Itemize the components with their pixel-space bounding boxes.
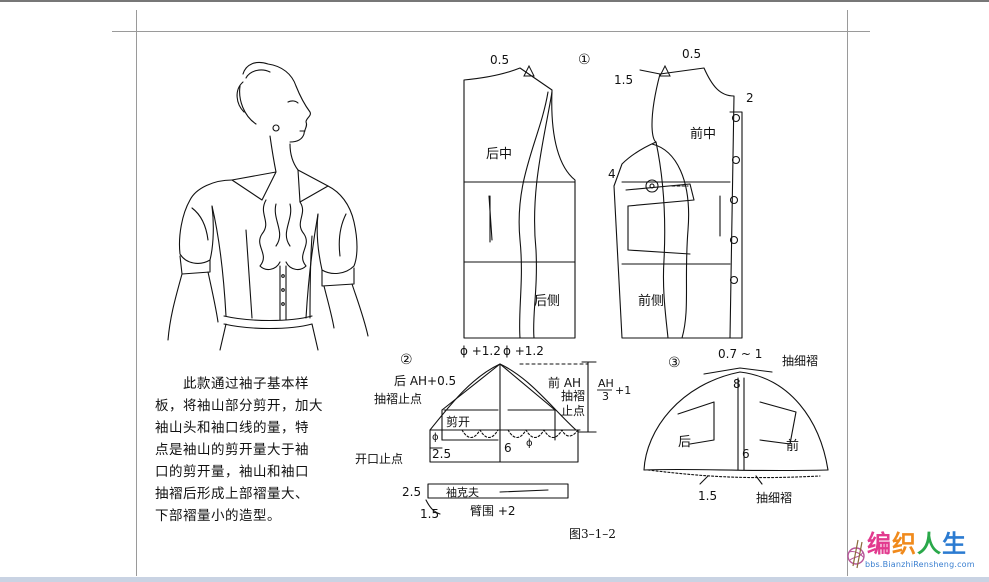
crop-line-left-vertical [136,10,137,576]
arm-girth-label: 臂围 +2 [470,504,516,518]
measure-1-5-b: 1.5 [698,489,717,503]
cuff-label: 袖克夫 [446,485,479,499]
watermark-char-2: 织 [892,530,917,558]
measure-6-a: 6 [504,441,512,455]
caption-line-5: 口的剪开量，袖山和袖口 [155,464,309,480]
caption-line-3: 袖山头和袖口线的量，特 [155,420,309,436]
back-center-label: 后中 [486,147,512,162]
front-sleeve-label: 前 [786,438,799,454]
gather-front-label: 抽褶 [561,388,585,403]
expanded-sleeve-pattern [643,367,829,485]
ah-fraction-numerator: AH [598,377,614,390]
page-bottom-border [0,577,989,582]
measure-6-b: 6 [742,447,750,461]
sleeve-cut-spread-pattern [425,361,597,515]
description-caption: 此款通过袖子基本样 板，将袖山部分剪开，加大 袖山头和袖口线的量，特 点是袖山的… [155,373,350,527]
placket-measure-2: 2 [746,91,754,105]
caption-line-7: 下部褶量小的造型。 [155,508,281,524]
back-sleeve-label: 后 [678,435,691,450]
back-shoulder-measure: 0.5 [490,53,509,67]
back-side-label: 后侧 [534,294,560,309]
site-watermark: 编织人生 bbs.BianzhiRensheng.com [845,524,985,576]
caption-line-2: 板，将袖山部分剪开，加大 [155,398,323,414]
watermark-char-4: 生 [942,530,967,558]
ah-fraction-plus: +1 [615,384,631,397]
watermark-url: bbs.BianzhiRensheng.com [865,560,975,569]
watermark-title: 编织人生 [867,524,967,559]
page-top-border [0,0,989,2]
cuff-1-5-label: 1.5 [420,507,439,521]
back-ah-label: 后 AH+0.5 [394,374,456,388]
crop-line-right-vertical [847,10,848,576]
gather-stop-left-label: 抽褶止点 [374,391,422,406]
figure-label: 图3–1–2 [569,527,616,541]
phi-small-left: ϕ [432,432,439,443]
range-top-label: 0.7 ~ 1 [718,347,762,361]
circle-3-label: ③ [668,355,681,371]
watermark-char-3: 人 [917,530,942,558]
stop-point-label: 止点 [561,404,585,418]
front-side-label: 前侧 [638,293,664,309]
phi-small-right: ϕ [526,438,533,449]
phi-front-label: ϕ +1.2 [503,344,544,358]
back-bodice-pattern [463,67,576,339]
crop-line-horizontal [112,31,870,32]
circle-2-label: ② [400,352,413,368]
measure-2-5-a: 2.5 [432,447,451,461]
front-shoulder-measure: 0.5 [682,47,701,61]
fashion-figure-sketch [167,61,369,351]
phi-back-label: ϕ +1.2 [460,344,501,358]
front-center-label: 前中 [690,126,716,142]
neck-measure-1-5: 1.5 [614,73,633,87]
front-ah-label: 前 AH [548,375,581,390]
caption-line-1: 此款通过袖子基本样 [183,376,309,392]
dart-measure-4: 4 [608,167,616,181]
caption-line-6: 抽褶后形成上部褶量大、 [155,486,309,502]
caption-line-4: 点是袖山的剪开量大于袖 [155,442,309,458]
fine-gather-bottom-label: 抽细褶 [756,490,792,505]
opening-stop-label: 开口止点 [355,452,403,466]
watermark-char-1: 编 [867,530,892,558]
cuff-2-5-label: 2.5 [402,485,421,499]
front-bodice-pattern [613,67,743,339]
cut-open-label: 剪开 [446,414,470,429]
fine-gather-top-label: 抽细褶 [782,353,818,368]
circle-1-label: ① [578,52,591,68]
measure-8: 8 [733,377,741,391]
yarn-ball-icon [847,539,865,569]
ah-fraction-denominator: 3 [602,390,609,403]
